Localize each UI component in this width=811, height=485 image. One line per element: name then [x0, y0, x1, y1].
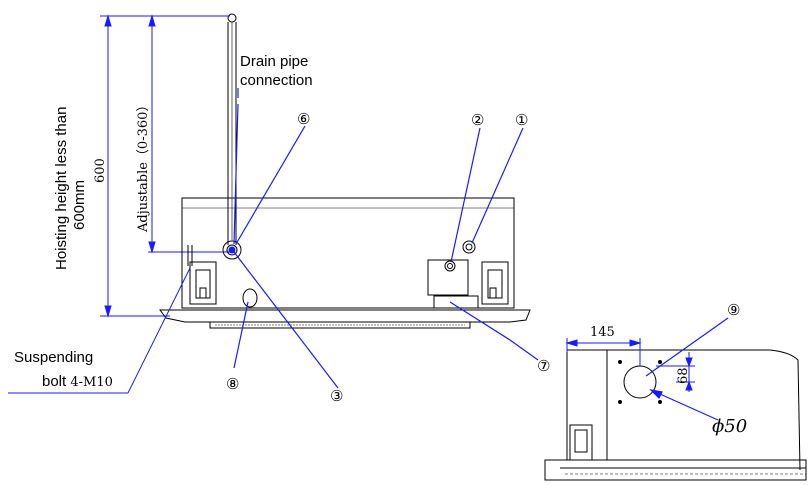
callout-1: ① [515, 111, 528, 129]
callout-7: ⑦ [537, 357, 550, 375]
dimension-145 [565, 338, 642, 366]
phi50-leader [649, 389, 719, 421]
suspending-label-line1: Suspending [14, 349, 93, 366]
dimension-145-label: 145 [590, 325, 615, 340]
callout-3: ③ [330, 387, 343, 405]
height-dimension [100, 14, 230, 318]
detail-view [544, 349, 807, 481]
drain-pipe-label-line2: connection [240, 72, 313, 89]
indoor-unit-body [159, 197, 531, 329]
callout-2: ② [471, 111, 484, 129]
callout-numbers: ① ② ⑥ ③ ⑧ ⑦ ⑨ [226, 110, 740, 405]
suspending-label-line2: bolt 4-M10 [42, 373, 113, 390]
hoisting-label-line1: Hoisting height less than [53, 107, 70, 270]
callout-leaders [228, 88, 729, 389]
adjustable-label: Adjustable（0-360） [136, 99, 151, 233]
drain-pipe-label-line1: Drain pipe [240, 53, 308, 70]
callout-9: ⑨ [727, 301, 740, 319]
dimension-68-label: 68 [676, 367, 691, 384]
suspending-leader [8, 267, 191, 394]
dimension-68 [656, 352, 695, 392]
dimension-600-label: 600 [93, 158, 108, 183]
callout-8: ⑧ [226, 375, 239, 393]
hoisting-label-line2: 600mm [71, 180, 88, 230]
suspending-label-spec: 4-M10 [70, 375, 113, 390]
suspending-label-bolt: bolt [42, 373, 70, 390]
callout-6: ⑥ [297, 110, 310, 128]
dimension-phi50-label: ϕ50 [712, 416, 747, 437]
